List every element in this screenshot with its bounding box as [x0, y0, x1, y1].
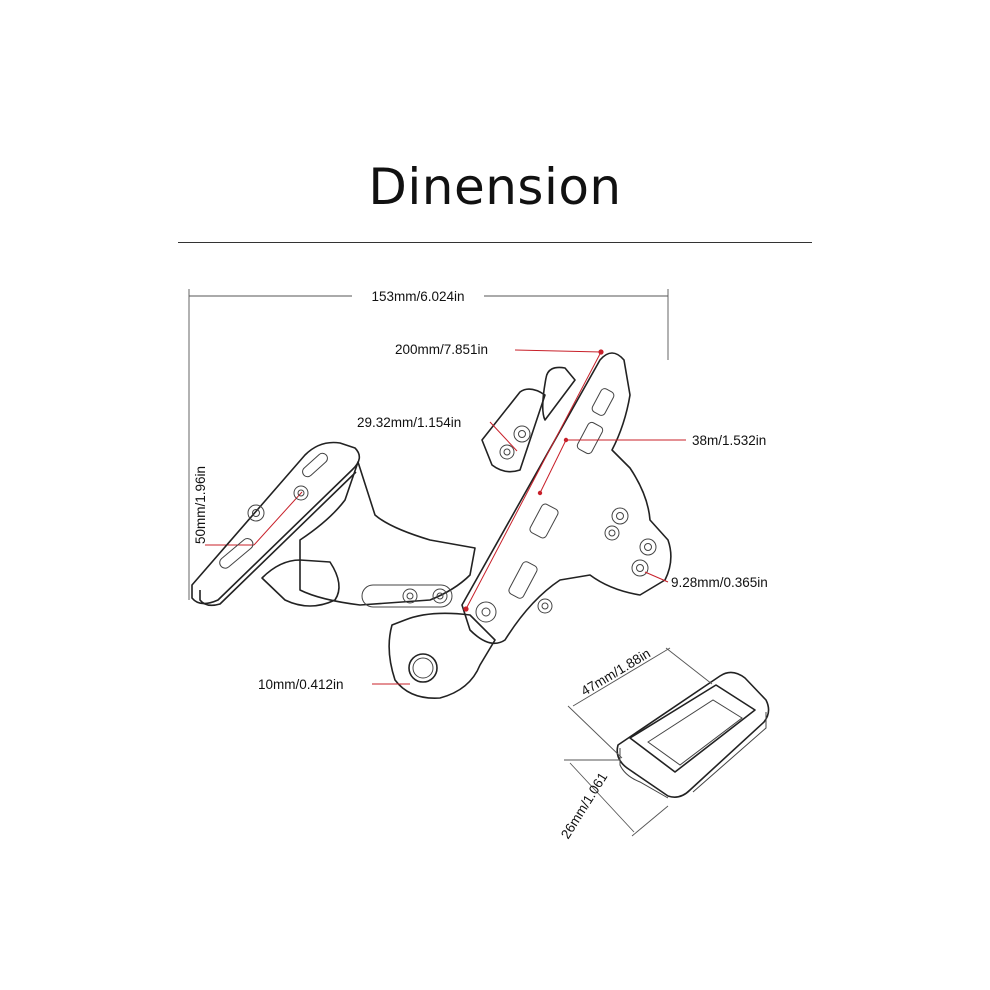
detail-block [616, 671, 770, 799]
hole-spacing-dimension: 29.32mm/1.154in [357, 415, 518, 452]
bracket-body [261, 461, 476, 608]
hole-spacing-label: 29.32mm/1.154in [357, 415, 461, 430]
slot-width-label: 38m/1.532in [692, 433, 766, 448]
arm-length-dimension: 200mm/7.851in [395, 342, 604, 612]
mount-hole-label: 9.28mm/0.365in [671, 575, 768, 590]
mount-hole-dimension: 9.28mm/0.365in [644, 571, 768, 590]
arm-length-label: 200mm/7.851in [395, 342, 488, 357]
page-title: Dinension [368, 158, 622, 216]
title-divider [178, 242, 812, 243]
overall-width-dimension: 153mm/6.024in [188, 289, 669, 600]
plate-height-dimension: 50mm/1.96in [193, 466, 303, 546]
overall-width-label: 153mm/6.024in [371, 289, 464, 304]
clamp-bracket: 10mm/0.412in [258, 612, 496, 699]
block-length-label: 47mm/1.88in [578, 646, 653, 699]
plate-height-label: 50mm/1.96in [193, 466, 208, 544]
block-width-dimension: 26mm/1.061 [558, 759, 669, 842]
adjustable-arm [461, 352, 672, 645]
block-width-label: 26mm/1.061 [558, 770, 610, 842]
block-length-dimension: 47mm/1.88in [567, 646, 713, 759]
clamp-hole-label: 10mm/0.412in [258, 677, 344, 692]
slot-width-dimension: 38m/1.532in [537, 433, 766, 496]
plate-mount [191, 441, 361, 607]
